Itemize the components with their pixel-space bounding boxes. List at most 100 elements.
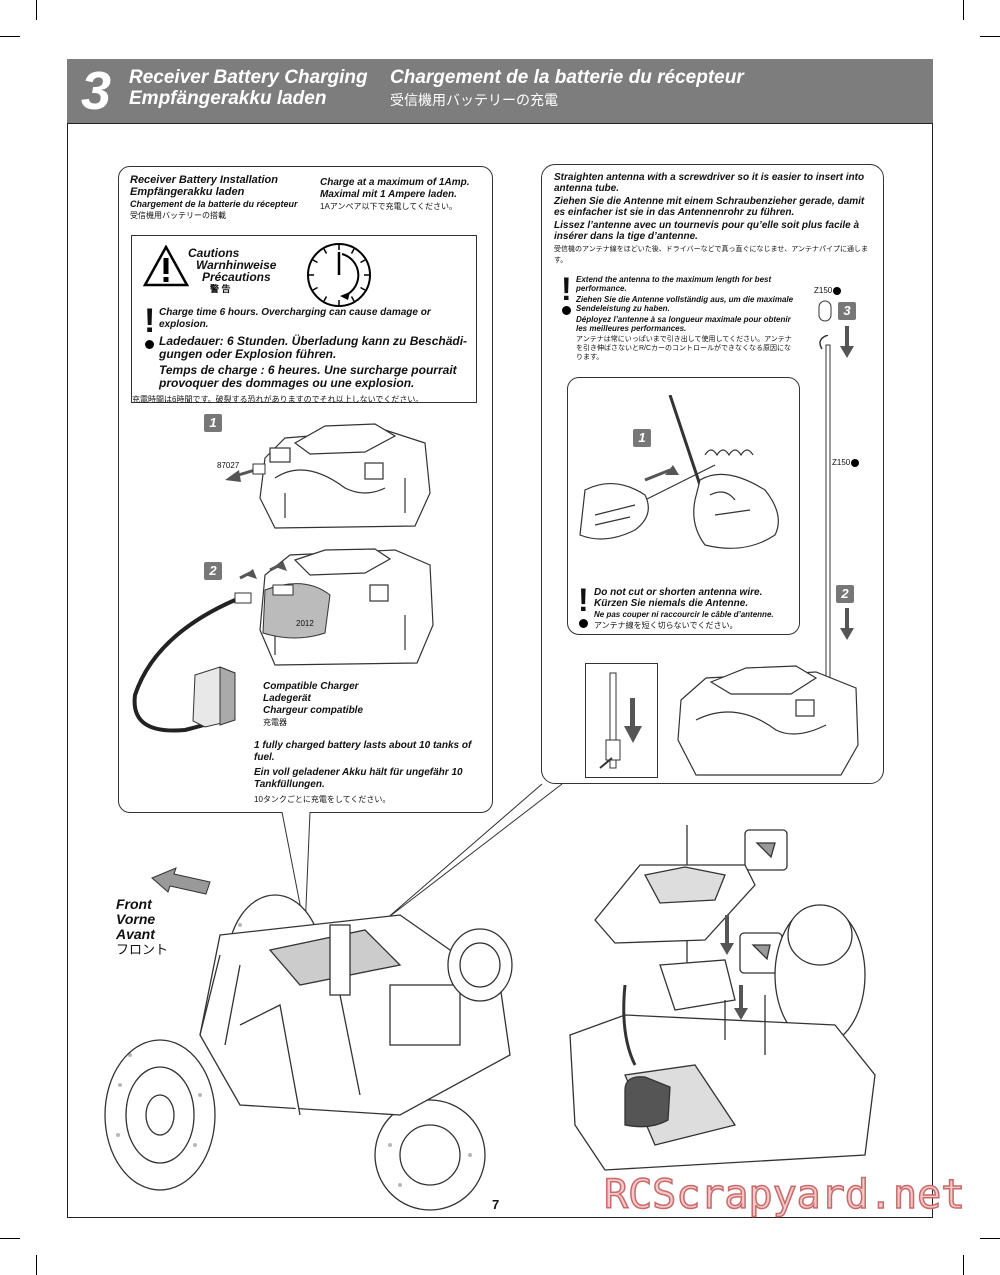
- step-badge: 2: [204, 562, 222, 580]
- extend-jp: アンテナは常にいっぱいまで引き出して使用してください。アンテナを引き伸ばさないと…: [576, 336, 792, 361]
- step-badge: 3: [838, 302, 856, 320]
- buggy-overview-illustration: [104, 894, 513, 1211]
- part-z150a-text: Z150: [832, 458, 851, 467]
- nocut-en: Do not cut or shorten antenna wire.: [594, 587, 763, 598]
- warn-fr: Temps de charge : 6 heures. Une surcharg…: [159, 363, 457, 390]
- title-fr: Chargement de la batterie du récepteur: [390, 67, 744, 88]
- receiver-box-antenna-illustration: [677, 665, 859, 776]
- down-arrow-icon: [840, 326, 854, 358]
- front-de: Vorne: [116, 911, 156, 927]
- extend-bullet-icon: [562, 306, 571, 315]
- charger-jp: 充電器: [263, 718, 287, 727]
- title-en-text: Receiver Battery Charging: [129, 67, 368, 88]
- install-title: Receiver Battery Installation Empfängera…: [130, 174, 310, 222]
- straighten-instructions: Straighten antenna with a screwdriver so…: [554, 172, 876, 266]
- straighten-de: Ziehen Sie die Antenne mit einem Schraub…: [554, 196, 865, 218]
- clock-icon: [307, 243, 371, 307]
- step-badge: 1: [633, 429, 651, 447]
- step-badge: 1: [204, 414, 222, 432]
- title-jp: 受信機用バッテリーの充電: [390, 92, 558, 108]
- charger-de: Ladegerät: [263, 693, 311, 704]
- crop-mark: [0, 1238, 20, 1239]
- crop-mark: [0, 36, 20, 37]
- charge-note: Charge at a maximum of 1Amp. Maximal mit…: [320, 177, 485, 213]
- crop-mark: [980, 1238, 1000, 1239]
- crop-mark: [36, 1255, 37, 1275]
- antenna-tube-illustration: [819, 335, 831, 714]
- part-z150b-text: Z150: [814, 286, 833, 295]
- nocut-bullet-icon: [579, 619, 588, 628]
- charge-de: Maximal mit 1 Ampere laden.: [320, 189, 457, 200]
- front-arrow-icon: [151, 867, 211, 895]
- receiver-box-illustration: [225, 423, 431, 529]
- part-2012: 2012: [296, 619, 314, 628]
- caution-labels: Cautions Warnhinweise Précautions 警 告: [188, 247, 276, 295]
- warning-bullet-icon: [145, 340, 154, 349]
- nocut-de: Kürzen Sie niemals die Antenne.: [594, 598, 749, 609]
- charge-warning: Charge time 6 hours. Overcharging can ca…: [132, 307, 471, 406]
- front-jp: フロント: [116, 942, 169, 957]
- charge-jp: 1Aアンペア以下で充電してください。: [320, 202, 457, 211]
- tube-inset-illustration: [599, 672, 642, 769]
- nocut-exclamation-icon: !: [578, 582, 589, 618]
- part-z150b: Z150: [814, 285, 842, 297]
- front-fr: Avant: [116, 926, 155, 942]
- step-header: 3 Receiver Battery Charging Empfängerakk…: [67, 59, 933, 123]
- front-label: Front Vorne Avant フロント: [116, 896, 169, 958]
- caution-fr: Précautions: [202, 270, 271, 284]
- crop-mark: [963, 1255, 964, 1275]
- extend-en: Extend the antenna to the maximum length…: [576, 275, 772, 293]
- warn-jp: 充電時間は6時間です。破裂する恐れがありますのでそれ以上しないでください。: [132, 395, 424, 404]
- tanks-jp: 10タンクごとに充電をしてください。: [254, 795, 391, 804]
- extend-instructions: Extend the antenna to the maximum length…: [576, 275, 794, 362]
- watermark: RCScrapyard.net: [603, 1171, 966, 1219]
- install-jp: 受信機用バッテリーの搭載: [130, 211, 226, 220]
- front-en: Front: [116, 896, 152, 912]
- title-de-text: Empfängerakku laden: [129, 88, 327, 109]
- straighten-en: Straighten antenna with a screwdriver so…: [554, 172, 865, 194]
- step-badge: 2: [836, 585, 854, 603]
- step-number: 3: [81, 61, 112, 121]
- tanks-en: 1 fully charged battery lasts about 10 t…: [254, 740, 472, 763]
- crop-mark: [980, 36, 1000, 37]
- caution-de: Warnhinweise: [196, 258, 277, 272]
- charger-en: Compatible Charger: [263, 681, 359, 692]
- tank-note: 1 fully charged battery lasts about 10 t…: [254, 740, 479, 806]
- extend-exclamation-icon: !: [561, 271, 572, 307]
- part-a-marker: [851, 458, 860, 467]
- battery-charge-illustration: [132, 548, 434, 733]
- nocut-jp: アンテナ線を短く切らないでください。: [594, 621, 738, 630]
- part-87027: 87027: [217, 461, 240, 470]
- down-arrow-icon: [840, 608, 854, 640]
- straighten-jp: 受信機のアンテナ線をほどいた後、ドライバーなどで真っ直ぐになじませ、アンテナパイ…: [554, 246, 868, 264]
- tanks-de: Ein voll geladener Akku hält für ungefäh…: [254, 767, 463, 790]
- caution-en: Cautions: [188, 246, 240, 260]
- charger-fr: Chargeur compatible: [263, 705, 364, 716]
- crop-mark: [36, 0, 37, 20]
- page-number: 7: [492, 1197, 500, 1212]
- charger-label: Compatible Charger Ladegerät Chargeur co…: [263, 681, 363, 729]
- charge-en: Charge at a maximum of 1Amp.: [320, 177, 470, 188]
- warn-de: Ladedauer: 6 Stunden. Überladung kann zu…: [159, 334, 468, 361]
- warn-en: Charge time 6 hours. Overcharging can ca…: [159, 307, 431, 330]
- warning-exclamation-icon: !: [144, 302, 156, 340]
- title-en: Receiver Battery Charging Empfängerakku …: [129, 67, 368, 109]
- tube-inset: [585, 663, 658, 778]
- install-en: Receiver Battery Installation: [130, 174, 278, 186]
- caution-jp: 警 告: [210, 284, 231, 294]
- crop-mark: [963, 0, 964, 20]
- extend-de: Ziehen Sie die Antenne vollständig aus, …: [576, 295, 794, 313]
- nocut-fr: Ne pas couper ni raccourcir le câble d’a…: [594, 610, 774, 619]
- part-b-marker: [833, 286, 842, 295]
- part-z150a: Z150: [832, 457, 860, 469]
- nocut-instructions: Do not cut or shorten antenna wire. Kürz…: [594, 587, 794, 631]
- straighten-fr: Lissez l’antenne avec un tournevis pour …: [554, 220, 860, 242]
- extend-fr: Déployez l’antenne à sa longueur maximal…: [576, 315, 791, 333]
- install-de: Empfängerakku laden: [130, 186, 245, 198]
- antenna-cap-illustration: [818, 300, 832, 322]
- chassis-detail-illustration: [569, 825, 876, 1171]
- content-frame: [67, 123, 933, 1218]
- install-fr: Chargement de la batterie du récepteur: [130, 199, 298, 209]
- screwdriver-hands-illustration: [579, 395, 779, 549]
- caution-box: [131, 235, 477, 403]
